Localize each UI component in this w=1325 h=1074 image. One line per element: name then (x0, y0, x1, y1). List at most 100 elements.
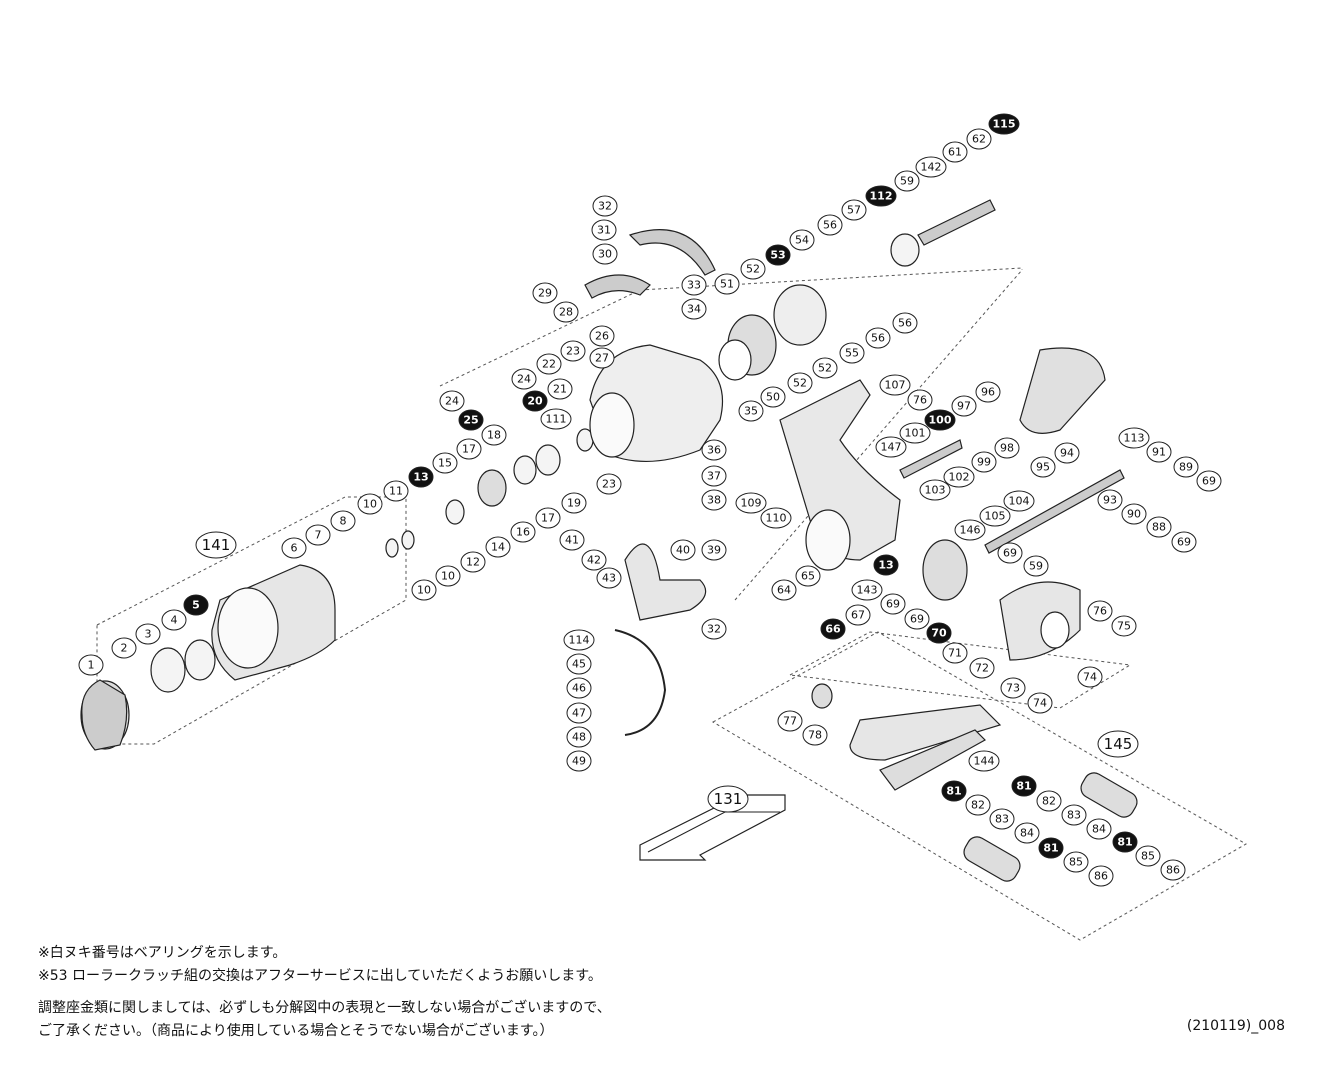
clutch-cover-drawing (718, 339, 752, 381)
part-callout-83: 83 (989, 808, 1015, 830)
callout-number: 64 (777, 584, 791, 597)
callout-number: 18 (487, 429, 501, 442)
callout-number: 69 (1202, 475, 1216, 488)
callout-bubble (161, 609, 187, 631)
callout-bubble (1097, 489, 1123, 511)
part-callout-88: 88 (1146, 516, 1172, 538)
callout-number: 78 (808, 729, 822, 742)
part-callout-20: 20 (522, 390, 548, 412)
part-callout-69: 69 (1171, 531, 1197, 553)
part-callout-77: 77 (777, 710, 803, 732)
part-callout-69: 69 (904, 608, 930, 630)
part-callout-42: 42 (581, 549, 607, 571)
callout-bubble (670, 539, 696, 561)
part-callout-35: 35 (738, 400, 764, 422)
callout-bubble (681, 274, 707, 296)
group-bubble (195, 531, 237, 559)
callout-number: 81 (1016, 780, 1031, 793)
callout-number: 56 (871, 332, 885, 345)
callout-bubble (765, 244, 791, 266)
callout-number: 46 (572, 682, 586, 695)
callout-layer: 1234567810111310101214151617171819202122… (78, 113, 1222, 887)
callout-number: 69 (1177, 536, 1191, 549)
group-number: 131 (714, 790, 743, 808)
part-callout-69: 69 (1196, 470, 1222, 492)
callout-bubble (357, 493, 383, 515)
part-callout-75: 75 (1111, 615, 1137, 637)
callout-number: 95 (1036, 461, 1050, 474)
callout-bubble (988, 113, 1020, 135)
note-bearing: ※白ヌキ番号はベアリングを示します。 (38, 945, 287, 961)
callout-number: 102 (949, 471, 970, 484)
callout-number: 36 (707, 444, 721, 457)
callout-number: 97 (957, 400, 971, 413)
part-callout-105: 105 (979, 505, 1011, 527)
callout-bubble (942, 141, 968, 163)
callout-number: 45 (572, 658, 586, 671)
callout-bubble (915, 156, 947, 178)
callout-bubble (969, 657, 995, 679)
part-callout-57: 57 (841, 199, 867, 221)
callout-number: 81 (1117, 836, 1132, 849)
handle-cap-drawing (811, 683, 833, 709)
callout-bubble (880, 593, 906, 615)
callout-bubble (845, 604, 871, 626)
callout-number: 14 (491, 541, 505, 554)
callout-bubble (596, 567, 622, 589)
callout-number: 34 (687, 303, 701, 316)
callout-bubble (1112, 831, 1138, 853)
part-callout-38: 38 (701, 489, 727, 511)
callout-number: 113 (1124, 432, 1145, 445)
callout-bubble (941, 780, 967, 802)
callout-number: 90 (1127, 508, 1141, 521)
drive-gear-drawing (922, 539, 968, 601)
callout-number: 94 (1060, 447, 1074, 460)
callout-number: 82 (971, 799, 985, 812)
part-callout-147: 147 (875, 436, 907, 458)
callout-bubble (460, 551, 486, 573)
callout-bubble (789, 229, 815, 251)
callout-bubble (1146, 516, 1172, 538)
callout-number: 10 (417, 584, 431, 597)
part-callout-95: 95 (1030, 456, 1056, 478)
part-callout-55: 55 (839, 342, 865, 364)
callout-bubble (851, 579, 883, 601)
callout-number: 70 (931, 627, 947, 640)
part-drawings (80, 199, 1138, 882)
part-callout-34: 34 (681, 298, 707, 320)
callout-bubble (435, 565, 461, 587)
callout-bubble (559, 529, 585, 551)
oscillation-shaft-drawing (984, 469, 1125, 554)
part-callout-1: 1 (78, 654, 104, 676)
callout-bubble (1038, 837, 1064, 859)
callout-bubble (458, 409, 484, 431)
callout-number: 21 (553, 383, 567, 396)
bearing-112-drawing (890, 233, 920, 267)
part-callout-93: 93 (1097, 489, 1123, 511)
callout-number: 47 (572, 707, 586, 720)
callout-number: 43 (602, 572, 616, 585)
callout-number: 37 (707, 470, 721, 483)
callout-number: 85 (1069, 856, 1083, 869)
handle-knob-2-drawing (963, 836, 1021, 882)
callout-bubble (820, 618, 846, 640)
callout-bubble (1173, 456, 1199, 478)
callout-number: 15 (438, 457, 452, 470)
callout-bubble (183, 594, 209, 616)
callout-bubble (989, 808, 1015, 830)
callout-bubble (536, 353, 562, 375)
callout-bubble (485, 536, 511, 558)
group-callout-145: 145 (1097, 730, 1139, 758)
callout-bubble (1118, 427, 1150, 449)
callout-bubble (735, 492, 767, 514)
part-callout-70: 70 (926, 622, 952, 644)
pinion-gear-drawing (477, 469, 507, 507)
part-callout-52: 52 (740, 258, 766, 280)
callout-number: 52 (746, 263, 760, 276)
part-callout-91: 91 (1146, 441, 1172, 463)
callout-number: 12 (466, 556, 480, 569)
part-callout-14: 14 (485, 536, 511, 558)
callout-bubble (439, 390, 465, 412)
part-callout-17: 17 (456, 438, 482, 460)
